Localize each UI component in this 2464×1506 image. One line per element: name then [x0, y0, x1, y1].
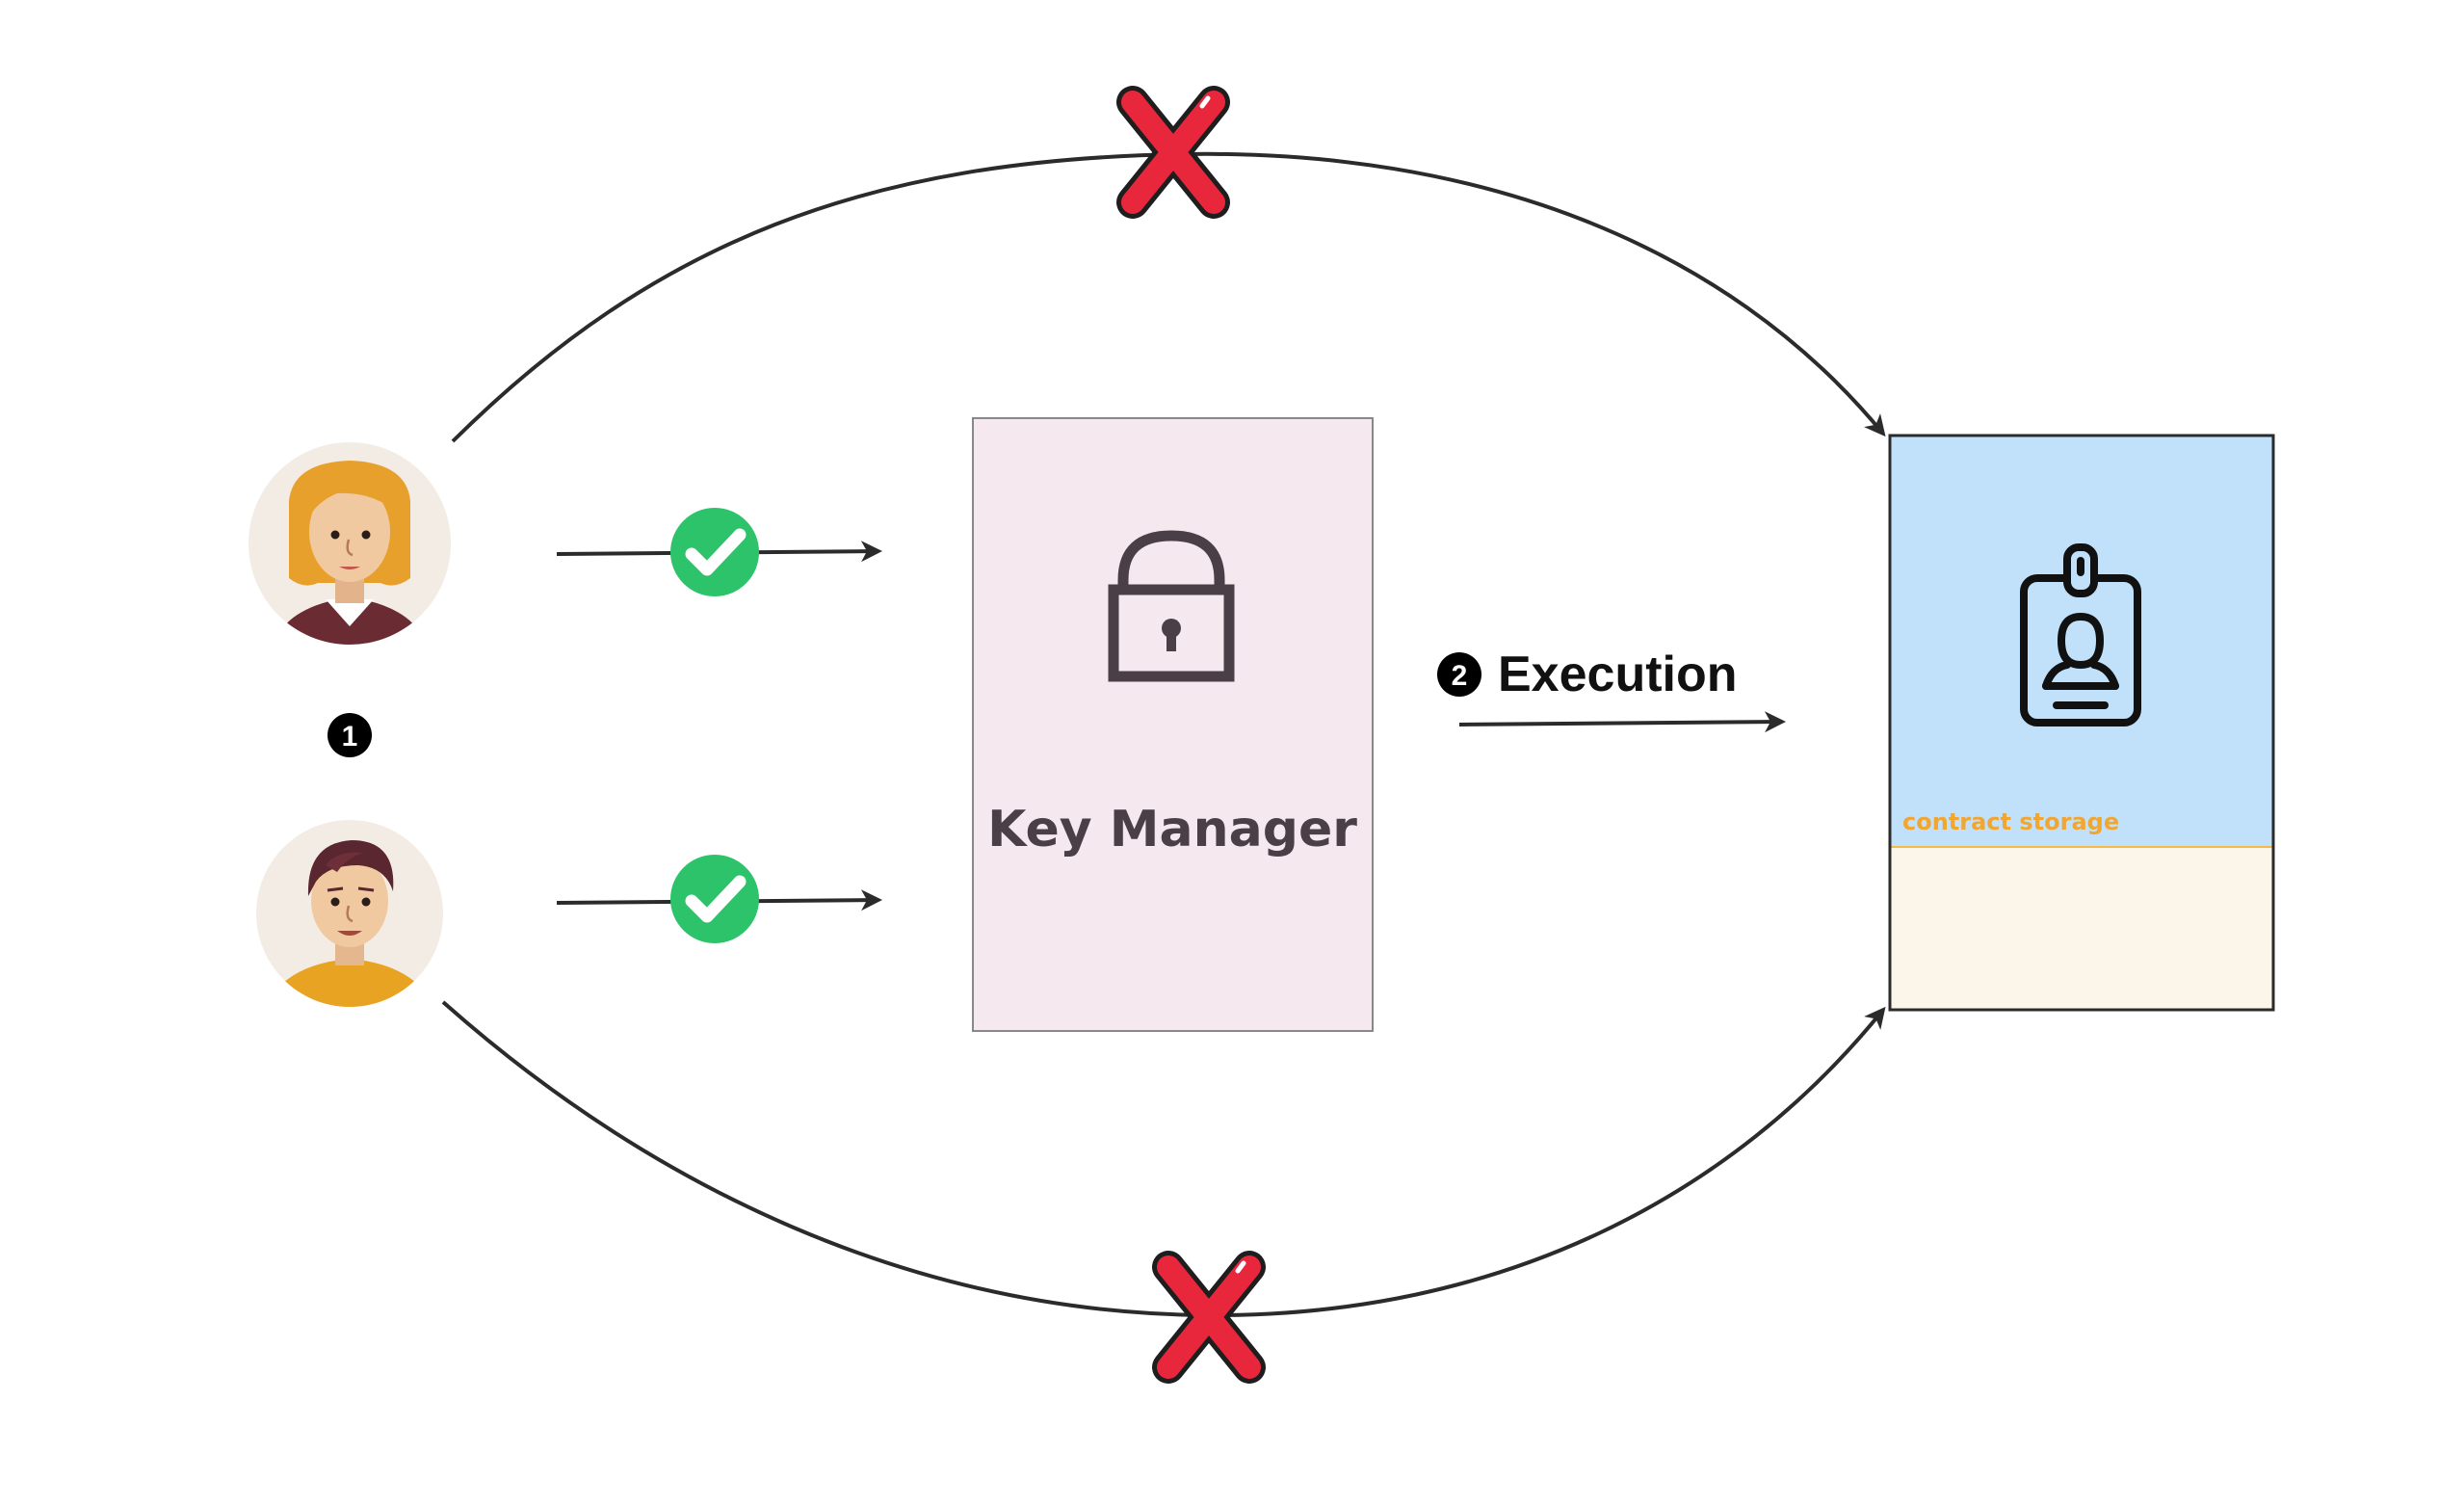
step-2-number: 2	[1452, 660, 1468, 692]
bypass-arc-top	[451, 151, 1886, 443]
red-x-icon	[1116, 86, 1230, 219]
check-circle-icon	[670, 855, 759, 943]
step-2-badge: 2	[1437, 652, 1481, 697]
contract-storage-label: contract storage	[1902, 808, 2119, 835]
check-circle-icon	[670, 508, 759, 596]
male-avatar	[256, 820, 443, 1007]
id-badge-icon	[2020, 543, 2141, 727]
execution-arrow	[1458, 711, 1786, 733]
step-1-badge: 1	[328, 713, 372, 757]
red-x-icon	[1152, 1251, 1266, 1384]
step-1-number: 1	[342, 721, 358, 753]
lock-icon	[1108, 530, 1235, 682]
execution-label: Execution	[1498, 647, 1738, 702]
contract-box	[1888, 434, 2275, 1012]
female-avatar	[249, 442, 451, 645]
key-manager-label: Key Manager	[987, 801, 1357, 859]
key-manager-box	[972, 417, 1374, 1032]
